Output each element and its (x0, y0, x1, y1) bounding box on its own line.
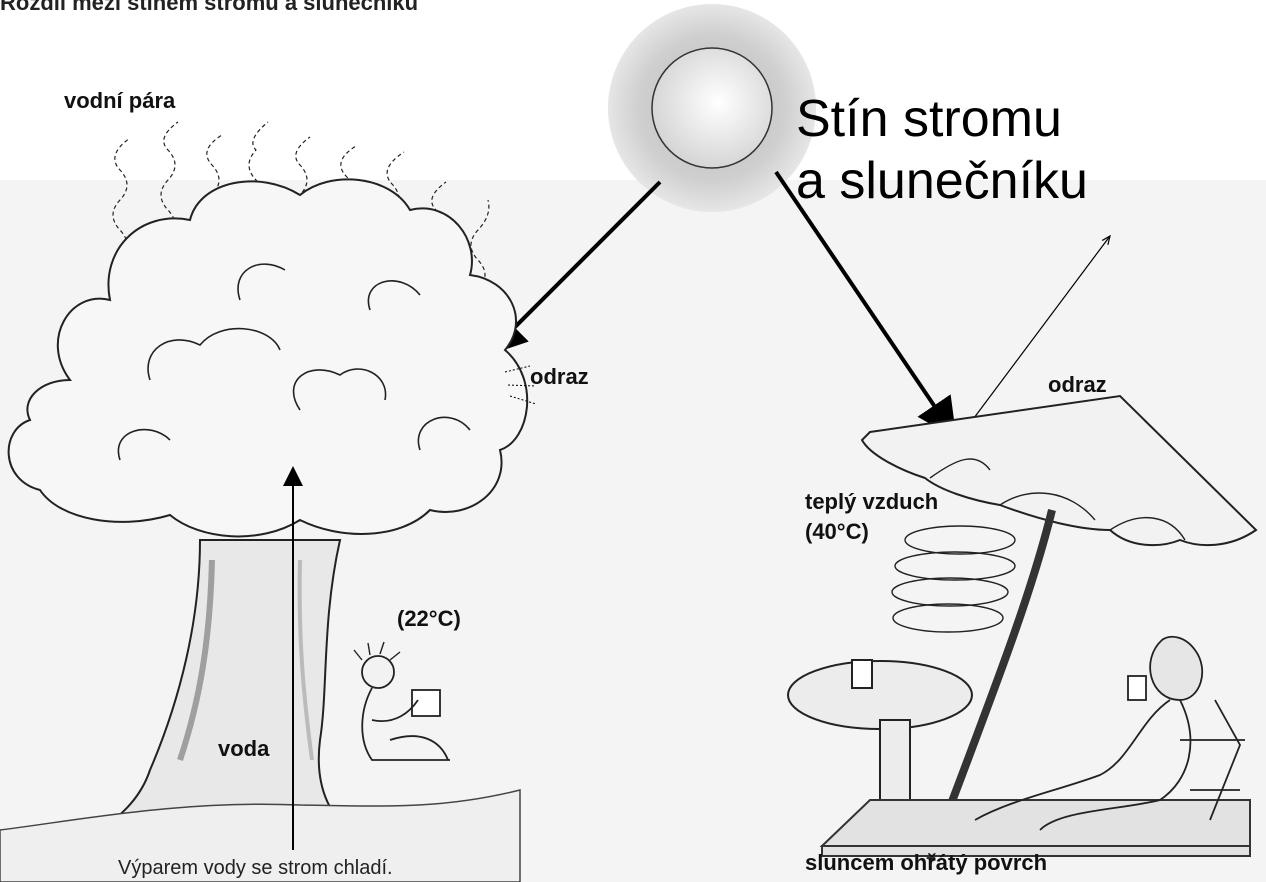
water-vapor-label: vodní pára (64, 88, 175, 114)
warm-air-label-line1: teplý vzduch (805, 487, 938, 517)
tree-reflection-label: odraz (530, 364, 589, 390)
slide-title-line1: Stín stromu (796, 88, 1088, 150)
heated-surface (822, 800, 1250, 856)
warm-air-label: teplý vzduch (40°C) (805, 487, 938, 547)
diagram-title: Rozdíl mezi stínem stromu a slunečníku (0, 0, 418, 16)
umbrella-reflection-label: odraz (1048, 372, 1107, 398)
shade-temperature-label: (22°C) (397, 606, 461, 632)
sun-icon (608, 4, 816, 212)
warm-air-label-line2: (40°C) (805, 517, 938, 547)
heated-surface-label: sluncem ohřátý povrch (805, 850, 1047, 876)
slide-title-line2: a slunečníku (796, 150, 1088, 212)
slide-title: Stín stromu a slunečníku (796, 88, 1088, 212)
tree-caption: Výparem vody se strom chladí. (118, 857, 393, 880)
water-label: voda (218, 736, 269, 762)
